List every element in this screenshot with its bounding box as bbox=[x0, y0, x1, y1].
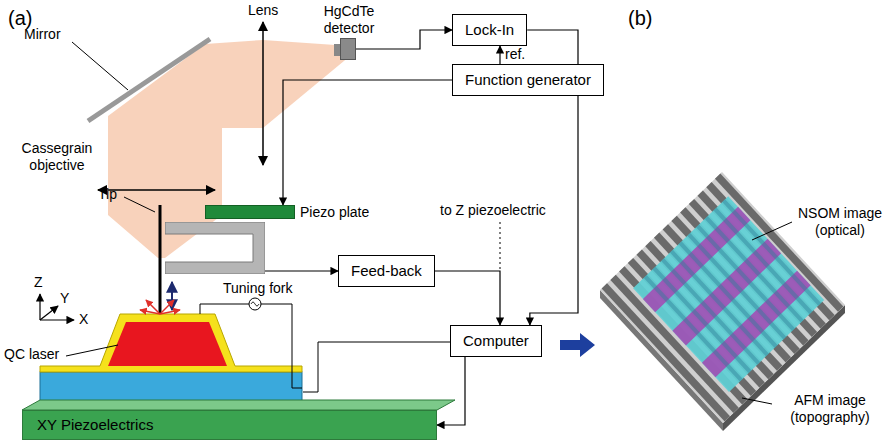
result-arrow bbox=[560, 333, 595, 357]
fork-shape bbox=[165, 222, 265, 274]
axis-label: Z bbox=[34, 274, 43, 291]
tuning-fork: Tuning fork bbox=[165, 222, 265, 274]
process-box: Lock-In bbox=[452, 14, 527, 46]
tip-oscillation bbox=[171, 282, 173, 310]
image-label: AFM image (topography) bbox=[775, 392, 885, 426]
leader-line bbox=[66, 345, 118, 356]
axis-label: Y bbox=[60, 290, 69, 307]
signal-connector bbox=[435, 271, 500, 325]
mirror bbox=[88, 39, 210, 121]
signal-label: to Z piezoelectric bbox=[440, 202, 546, 219]
laser-ridge bbox=[108, 322, 227, 366]
emission-sparkle bbox=[140, 300, 180, 314]
node-text: XY Piezoelectrics bbox=[37, 411, 422, 439]
piezo-plate: Piezo plate bbox=[205, 205, 295, 219]
tip bbox=[159, 205, 162, 316]
detector: HgCdTe detector bbox=[340, 38, 356, 60]
stage-top bbox=[22, 400, 455, 410]
z-piezo-wire bbox=[500, 222, 501, 272]
signal-connector bbox=[283, 80, 452, 205]
node-text: Tuning fork bbox=[223, 280, 293, 297]
node-text: Feed-back bbox=[351, 262, 422, 280]
part-label: Mirror bbox=[24, 26, 61, 43]
signal-connector bbox=[499, 46, 500, 64]
process-box: Function generator bbox=[452, 64, 604, 96]
lens bbox=[262, 22, 264, 165]
panel-label: (b) bbox=[628, 6, 652, 30]
edge-label: ref. bbox=[504, 46, 526, 63]
node-text: Piezo plate bbox=[300, 204, 369, 221]
ac-source bbox=[249, 298, 261, 310]
leader-line bbox=[72, 42, 128, 90]
node-text: Function generator bbox=[465, 71, 591, 89]
signal-connector bbox=[437, 357, 465, 425]
node-text: HgCdTe detector bbox=[313, 3, 385, 37]
ac-symbol bbox=[251, 302, 259, 306]
leader-line bbox=[742, 398, 772, 404]
part-label: Tip bbox=[98, 186, 117, 203]
node-text: Computer bbox=[463, 332, 529, 350]
laser-wire bbox=[303, 342, 450, 392]
image-label: NSOM image (optical) bbox=[795, 205, 885, 239]
leader-line bbox=[752, 222, 792, 240]
node-text: Lock-In bbox=[465, 21, 514, 39]
part-label: Lens bbox=[248, 2, 278, 19]
process-box: Feed-back bbox=[338, 255, 435, 287]
part-label: Cassegrain objective bbox=[14, 140, 100, 174]
part-label: QC laser bbox=[4, 346, 59, 363]
signal-connector bbox=[265, 270, 338, 271]
bias-wire bbox=[200, 304, 302, 388]
xy-stage: XY Piezoelectrics bbox=[22, 410, 437, 440]
process-box: Computer bbox=[450, 325, 542, 357]
axis-label: X bbox=[79, 311, 88, 328]
leader-line bbox=[124, 197, 155, 212]
